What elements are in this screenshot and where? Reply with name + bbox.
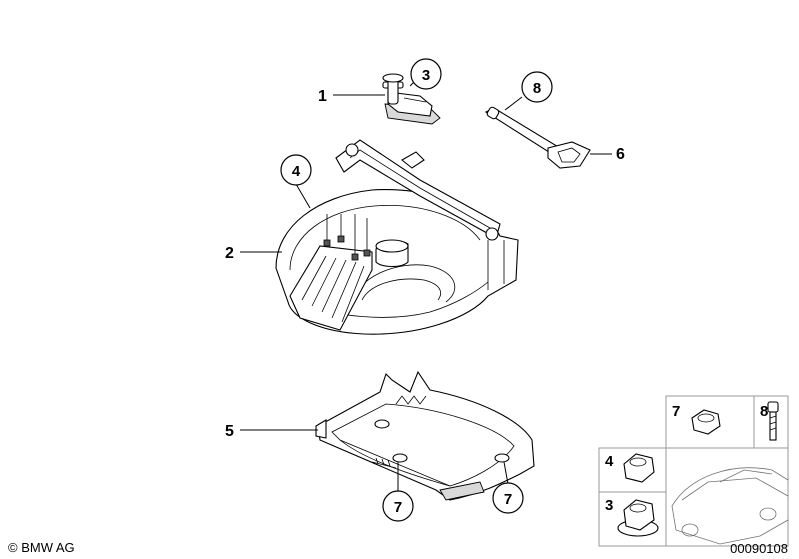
- part-label-8: 8: [533, 80, 541, 97]
- part-wrench: [484, 106, 591, 169]
- part-bolt-clip: [382, 73, 441, 125]
- part-label-6: 6: [616, 146, 625, 163]
- legend-nut-7: [691, 409, 721, 435]
- part-label-7a: 7: [394, 499, 402, 516]
- leader-4: [295, 183, 311, 209]
- leader-7b: [503, 461, 509, 485]
- part-label-7b: 7: [504, 491, 512, 508]
- part-support-frame: [315, 370, 535, 501]
- legend-bolt-8: [767, 401, 779, 441]
- part-label-3: 3: [422, 67, 430, 84]
- legend-label-7: 7: [672, 403, 680, 420]
- legend-car-sketch: [671, 467, 789, 545]
- callout-circle-3: [410, 58, 442, 90]
- callout-circle-7a: [382, 490, 414, 522]
- callout-circle-4: [280, 154, 312, 186]
- callout-circle-8: [521, 71, 553, 103]
- part-label-4: 4: [292, 163, 301, 180]
- part-label-2: 2: [225, 245, 234, 262]
- legend-flange-nut-3: [617, 499, 659, 537]
- copyright-text: © BMW AG: [8, 540, 75, 555]
- legend-box: [598, 395, 789, 547]
- legend-label-8: 8: [760, 403, 768, 420]
- legend-nut-4: [623, 453, 655, 483]
- part-label-1: 1: [318, 88, 327, 105]
- legend-label-4: 4: [605, 453, 614, 470]
- legend-label-3: 3: [605, 497, 613, 514]
- part-label-5: 5: [225, 423, 234, 440]
- diagram-number: 00090108: [730, 541, 788, 556]
- callout-circle-7b: [492, 482, 524, 514]
- leader-8: [504, 96, 523, 111]
- part-spare-wheel-tray: [275, 139, 519, 335]
